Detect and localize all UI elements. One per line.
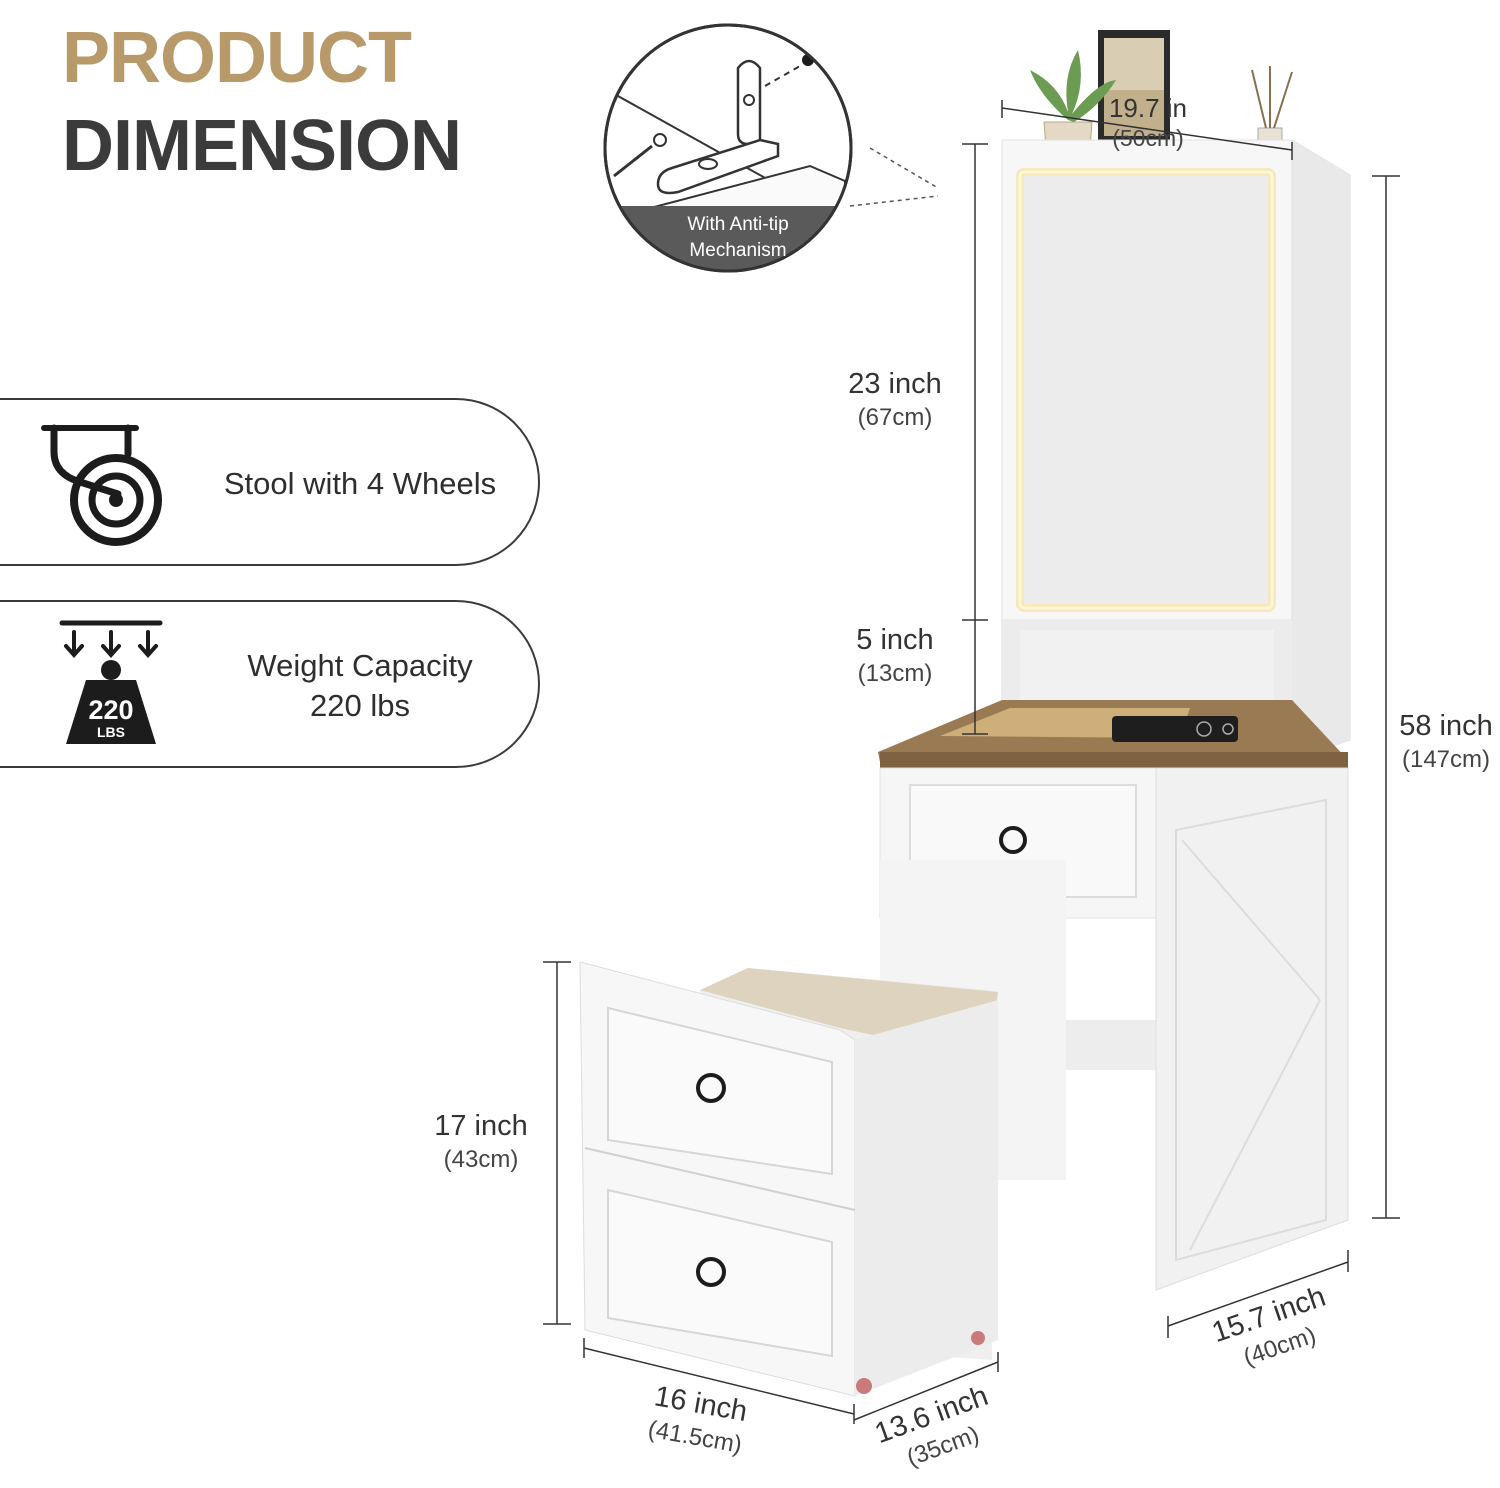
weight-badge-value: 220 [88,695,133,725]
anti-tip-callout: With Anti-tip Mechanism [603,23,939,273]
dim-mirror-height-main: 23 inch [848,368,942,400]
dim-mirror-height: 23 inch (67cm) [820,366,970,434]
dim-shelf-height: 5 inch (13cm) [820,622,970,690]
dim-total-height-sub: (147cm) [1401,746,1491,773]
feature-label-wheels: Stool with 4 Wheels [223,466,497,501]
dim-stool-height-main: 17 inch [434,1110,528,1142]
callout-label-line1: With Anti-tip [687,214,788,235]
dim-shelf-height-sub: (13cm) [857,660,933,687]
dim-stool-height-sub: (43cm) [443,1146,519,1173]
weight-icon: 220 LBS [59,620,163,744]
dim-top-width-main: 19.7 in [1108,93,1188,123]
feature-label-weight: Weight Capacity 220 lbs [210,646,510,726]
weight-label-line1: Weight Capacity [247,648,473,683]
stool-knob-bottom [696,1257,726,1287]
dim-shelf-height-main: 5 inch [856,624,934,656]
stool-knob-top [696,1073,726,1103]
title-line-dimension: DIMENSION [62,106,462,186]
weight-label-line2: 220 lbs [310,688,410,723]
dim-top-width-sub: (50cm) [1112,125,1184,151]
dim-total-height-main: 58 inch [1399,710,1493,742]
dimension-lines [543,100,1400,1424]
title-line-product: PRODUCT [62,18,412,98]
caster-wheel-icon [41,424,162,546]
stool-drawer-top [607,1006,833,1176]
vanity-drawer-knob [999,826,1027,854]
dim-total-height: 58 inch (147cm) [1392,708,1500,776]
callout-label-line2: Mechanism [689,240,786,261]
mirror [1016,168,1276,612]
dim-stool-height: 17 inch (43cm) [408,1108,554,1176]
dim-top-width: 19.7 in (50cm) [1090,90,1206,150]
dim-mirror-height-sub: (67cm) [857,404,933,431]
stool-wheel [856,1378,872,1394]
stool-drawer-bottom [607,1188,833,1358]
weight-badge-unit: LBS [97,724,125,740]
charging-panel [1112,716,1238,742]
